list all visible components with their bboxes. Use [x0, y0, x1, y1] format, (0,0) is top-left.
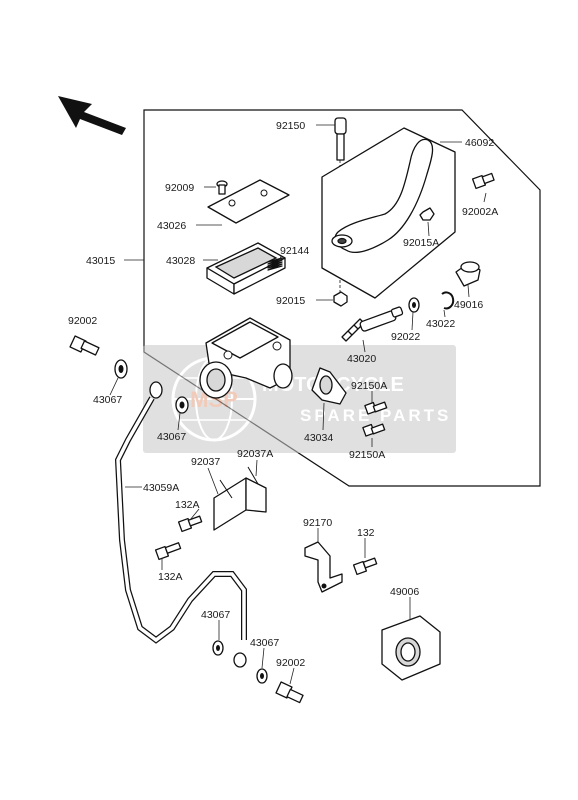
callout-43026: 43026 — [157, 220, 186, 232]
part-92015A-nut — [419, 207, 435, 221]
callout-92037A: 92037A — [237, 448, 273, 460]
part-43059A-brake-hose — [114, 381, 247, 668]
part-92015-nut — [333, 291, 348, 307]
callout-92170: 92170 — [303, 517, 332, 529]
callout-92144: 92144 — [280, 245, 309, 257]
callout-92002A-top: 92002A — [462, 206, 498, 218]
part-92170-bracket — [304, 541, 343, 593]
part-43067-washer-d — [256, 668, 268, 684]
callout-92022: 92022 — [391, 331, 420, 343]
part-132-bolt — [352, 557, 378, 576]
leader-lines — [109, 124, 487, 685]
callout-43015: 43015 — [86, 255, 115, 267]
callout-132: 132 — [357, 527, 375, 539]
callout-92150: 92150 — [276, 120, 305, 132]
part-92022-washer — [408, 297, 420, 313]
callout-92037: 92037 — [191, 456, 220, 468]
watermark-line2: SPARE PARTS — [300, 406, 451, 425]
callout-49016: 49016 — [454, 299, 483, 311]
part-49016-dust-boot — [455, 261, 481, 287]
part-43020-piston-kit — [341, 306, 404, 342]
callout-43067-b: 43067 — [157, 431, 186, 443]
part-132A-bolt-2 — [154, 542, 182, 561]
part-92037-hose-clamp — [213, 466, 267, 531]
callout-49006: 49006 — [390, 586, 419, 598]
callout-labels: 92150 46092 92009 92002A 43026 43015 430… — [68, 120, 498, 669]
callout-43067-d: 43067 — [250, 637, 279, 649]
part-92002-banjo-bolt — [69, 335, 100, 356]
part-43026-reservoir-cap — [207, 179, 290, 224]
callout-43028: 43028 — [166, 255, 195, 267]
part-46092-brake-lever — [321, 127, 456, 299]
front-direction-arrow-icon — [58, 96, 126, 135]
callout-92150A-2: 92150A — [349, 449, 385, 461]
part-92150A-bolt-1 — [364, 401, 388, 415]
callout-92015A: 92015A — [403, 237, 439, 249]
part-132A-bolt-1 — [177, 515, 203, 533]
callout-132A-1: 132A — [175, 499, 200, 511]
callout-92002-left: 92002 — [68, 315, 97, 327]
part-43034-clamp — [311, 367, 347, 405]
callout-92009: 92009 — [165, 182, 194, 194]
callout-43020: 43020 — [347, 353, 376, 365]
callout-43022: 43022 — [426, 318, 455, 330]
part-43022-snap-ring — [441, 291, 455, 310]
part-92150A-bolt-2 — [362, 423, 386, 437]
part-92002-bolt-bottom — [275, 681, 304, 704]
watermark: MSP MOTORCYCLE SPARE PARTS — [143, 345, 456, 453]
callout-92150A-1: 92150A — [351, 380, 387, 392]
part-92002A-bolt — [471, 172, 495, 190]
part-43015-master-cylinder-body — [199, 317, 293, 399]
part-43067-washer-c — [212, 640, 224, 656]
callout-46092: 46092 — [465, 137, 494, 149]
callout-92002-bottom: 92002 — [276, 657, 305, 669]
part-43067-washer-a — [114, 359, 128, 379]
part-92009-screw — [216, 180, 228, 195]
callout-92015: 92015 — [276, 295, 305, 307]
callout-43067-c: 43067 — [201, 609, 230, 621]
part-49006-cover — [381, 615, 441, 681]
part-43028-diaphragm — [206, 242, 286, 295]
callout-43034: 43034 — [304, 432, 333, 444]
callout-43067-a: 43067 — [93, 394, 122, 406]
callout-43059A: 43059A — [143, 482, 179, 494]
callout-132A-2: 132A — [158, 571, 183, 583]
part-92144-spring — [267, 257, 283, 271]
part-43067-washer-b — [175, 396, 189, 414]
